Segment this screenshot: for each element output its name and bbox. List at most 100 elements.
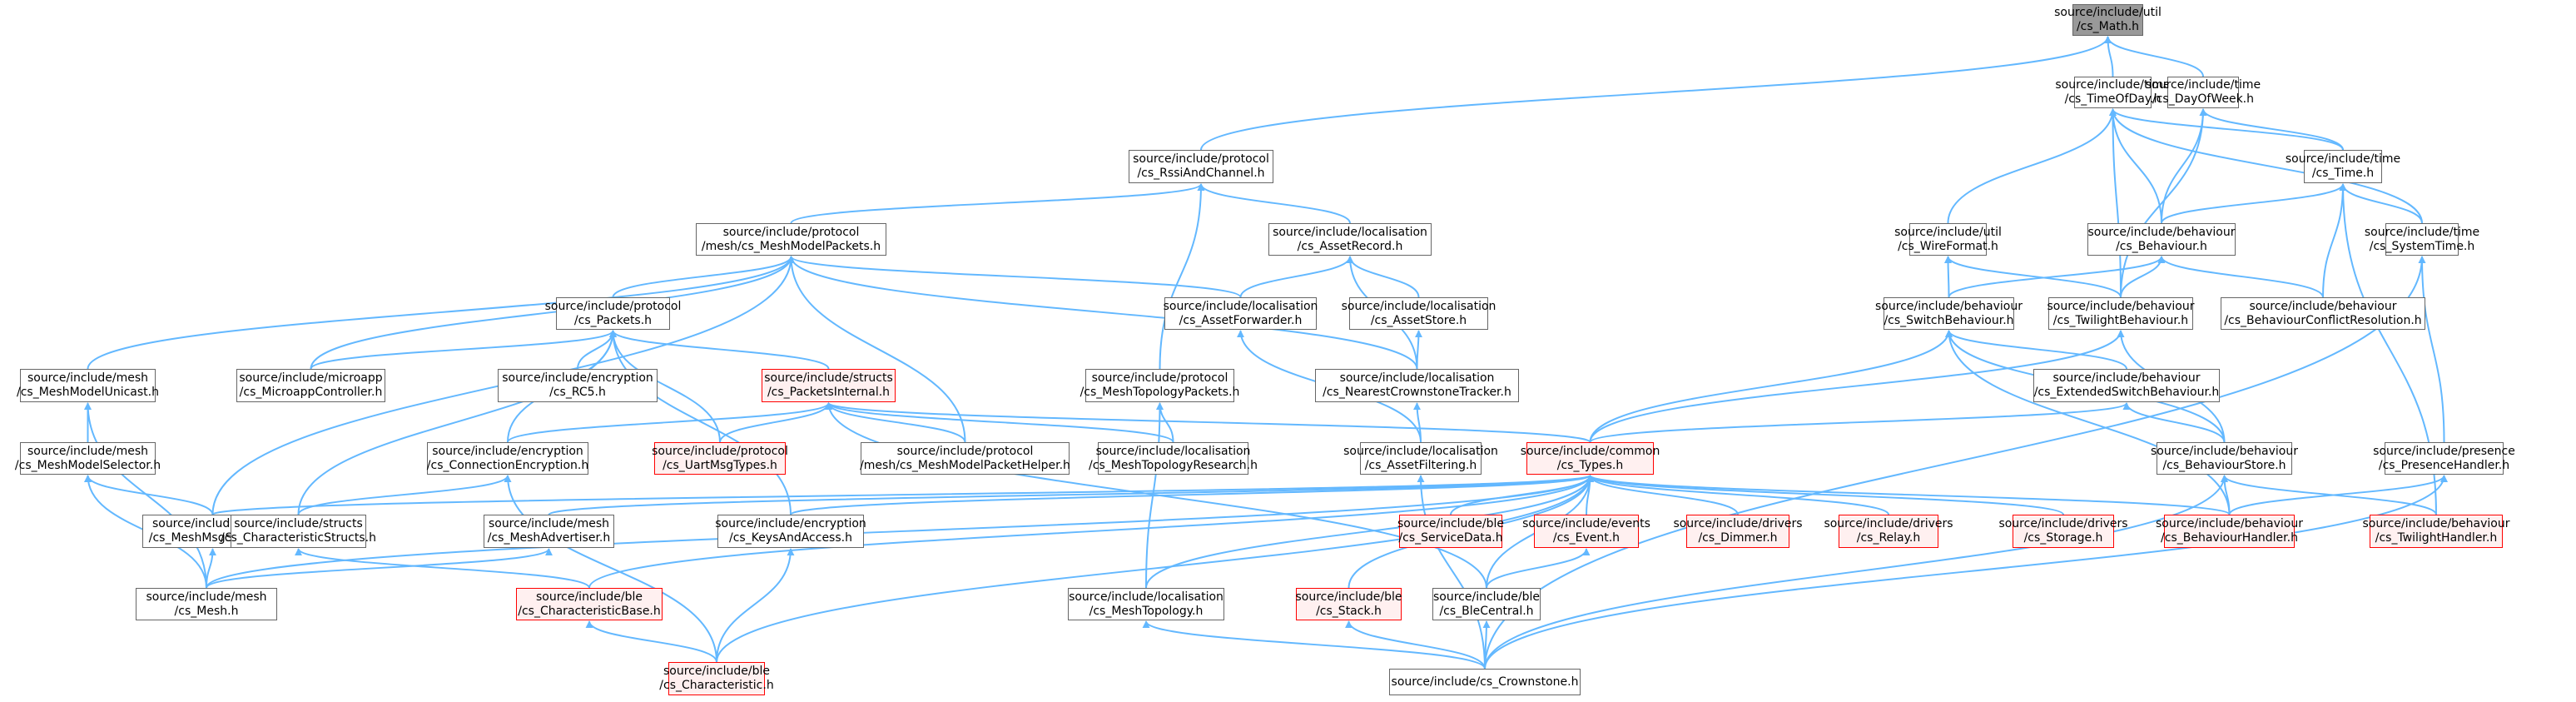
- node-conflictres[interactable]: source/include/behaviour/cs_BehaviourCon…: [2221, 297, 2425, 330]
- node-label-line1: source/include/behaviour: [2249, 299, 2397, 313]
- node-label-line1: source/include/ble: [1432, 590, 1541, 604]
- node-behaviourstore[interactable]: source/include/behaviour/cs_BehaviourSto…: [2151, 442, 2298, 475]
- node-label-line1: source/include/mesh: [27, 444, 149, 458]
- node-math[interactable]: source/include/util/cs_Math.h: [2054, 4, 2162, 36]
- node-meshmodelunicast[interactable]: source/include/mesh/cs_MeshModelUnicast.…: [17, 369, 159, 402]
- node-meshtopopackets[interactable]: source/include/protocol/cs_MeshTopologyP…: [1080, 369, 1239, 402]
- node-timeofday[interactable]: source/include/time/cs_TimeOfDay.h: [2055, 77, 2171, 108]
- node-label-line2: /cs_BehaviourStore.h: [2162, 458, 2286, 472]
- edge-types-meshmsgsender: [211, 475, 1594, 515]
- node-meshtopology[interactable]: source/include/localisation/cs_MeshTopol…: [1068, 588, 1224, 620]
- edge-behaviourstore-crownstone: [1484, 475, 2228, 670]
- edge-types-meshadvertiser: [548, 475, 1594, 515]
- node-label-line2: /cs_MeshModelUnicast.h: [17, 386, 159, 399]
- node-blecentral[interactable]: source/include/ble/cs_BleCentral.h: [1432, 588, 1541, 620]
- node-label-line2: /cs_Types.h: [1556, 458, 1624, 472]
- node-label-line2: /cs_Packets.h: [573, 313, 653, 327]
- node-label-line2: /cs_Event.h: [1552, 531, 1621, 545]
- edge-packets-charstructs: [297, 330, 617, 515]
- node-systemtime[interactable]: source/include/time/cs_SystemTime.h: [2365, 223, 2479, 256]
- node-label-line1: source/include/behaviour: [2047, 299, 2195, 313]
- node-mesh[interactable]: source/include/mesh/cs_Mesh.h: [136, 588, 277, 620]
- node-label-line1: source/include/time: [2055, 78, 2171, 92]
- node-relay[interactable]: source/include/drivers/cs_Relay.h: [1824, 515, 1953, 548]
- node-time[interactable]: source/include/time/cs_Time.h: [2286, 150, 2400, 183]
- node-nearest[interactable]: source/include/localisation/cs_NearestCr…: [1315, 369, 1519, 402]
- node-label-line2: /cs_MeshTopologyPackets.h: [1080, 386, 1240, 399]
- node-behaviourhandler[interactable]: source/include/behaviour/cs_BehaviourHan…: [2156, 515, 2303, 548]
- node-dayofweek[interactable]: source/include/time/cs_DayOfWeek.h: [2146, 77, 2261, 108]
- edge-types-relay: [1586, 475, 1889, 515]
- node-switchbehaviour[interactable]: source/include/behaviour/cs_SwitchBehavi…: [1875, 297, 2023, 330]
- edge-connenc-charstructs: [297, 475, 512, 515]
- edge-types-charbase: [588, 475, 1594, 589]
- node-label-line2: /cs_RC5.h: [549, 386, 606, 399]
- node-meshpackethelper[interactable]: source/include/protocol/mesh/cs_MeshMode…: [860, 442, 1070, 475]
- node-label-line2: /cs_AssetForwarder.h: [1179, 313, 1303, 327]
- node-dimmer[interactable]: source/include/drivers/cs_Dimmer.h: [1673, 515, 1803, 548]
- edge-meshmodelpackets-meshpackethelper: [787, 256, 966, 443]
- node-label-line1: source/include/cs_Crownstone.h: [1391, 675, 1579, 689]
- node-label-line2: /cs_AssetRecord.h: [1297, 239, 1403, 253]
- node-servicedata[interactable]: source/include/ble/cs_ServiceData.h: [1397, 515, 1504, 548]
- node-uartmsgtypes[interactable]: source/include/protocol/cs_UartMsgTypes.…: [652, 442, 788, 475]
- edge-packetsinternal-uartmsgtypes: [719, 402, 832, 443]
- node-label-line2: /cs_CharacteristicStructs.h: [221, 531, 376, 545]
- edge-packetsinternal-meshtoporesearch: [825, 402, 1174, 443]
- node-label-line2: /cs_TwilightHandler.h: [2375, 531, 2498, 545]
- node-meshadvertiser[interactable]: source/include/mesh/cs_MeshAdvertiser.h: [484, 515, 614, 548]
- node-label-line2: /cs_Behaviour.h: [2116, 239, 2207, 253]
- node-label-line2: /cs_NearestCrownstoneTracker.h: [1323, 386, 1511, 399]
- node-rcs[interactable]: source/include/encryption/cs_RC5.h: [498, 369, 658, 402]
- node-label-line1: source/include/drivers: [1998, 517, 2128, 530]
- node-label-line2: /cs_Dimmer.h: [1698, 531, 1778, 545]
- node-label-line1: source/include/time: [2364, 225, 2480, 239]
- node-label-line1: source/include/common: [1520, 444, 1660, 458]
- node-packetsinternal[interactable]: source/include/structs/cs_PacketsInterna…: [762, 369, 896, 402]
- node-keysaccess[interactable]: source/include/encryption/cs_KeysAndAcce…: [715, 515, 866, 548]
- node-assetrecord[interactable]: source/include/localisation/cs_AssetReco…: [1268, 223, 1432, 256]
- node-event[interactable]: source/include/events/cs_Event.h: [1522, 515, 1650, 548]
- node-label-line1: source/include/ble: [1295, 590, 1402, 604]
- node-assetstore[interactable]: source/include/localisation/cs_AssetStor…: [1342, 297, 1496, 330]
- node-label-line2: /cs_AssetFiltering.h: [1364, 458, 1477, 472]
- node-twilightbehaviour[interactable]: source/include/behaviour/cs_TwilightBeha…: [2047, 297, 2195, 330]
- edge-extswitch-types: [1589, 402, 2131, 443]
- node-microapp[interactable]: source/include/microapp/cs_MicroappContr…: [236, 369, 385, 402]
- node-behaviour[interactable]: source/include/behaviour/cs_Behaviour.h: [2087, 223, 2236, 256]
- edge-nearest-assetfiltering: [1413, 402, 1422, 443]
- edge-meshtopology-crownstone: [1142, 620, 1486, 670]
- node-twilighthandler[interactable]: source/include/behaviour/cs_TwilightHand…: [2363, 515, 2509, 548]
- node-label-line2: /cs_Storage.h: [2023, 531, 2103, 545]
- edge-charstructs-charbase: [295, 548, 590, 589]
- node-charbase[interactable]: source/include/ble/cs_CharacteristicBase…: [516, 588, 663, 620]
- node-extswitch[interactable]: source/include/behaviour/cs_ExtendedSwit…: [2033, 369, 2220, 402]
- node-connenc[interactable]: source/include/encryption/cs_ConnectionE…: [427, 442, 588, 475]
- node-characteristic[interactable]: source/include/ble/cs_Characteristic.h: [659, 662, 774, 695]
- node-meshmodelselector[interactable]: source/include/mesh/cs_MeshModelSelector…: [15, 442, 161, 475]
- edge-types-storage: [1586, 475, 2064, 515]
- node-label-line1: source/include/encryption: [432, 444, 583, 458]
- node-rssi[interactable]: source/include/protocol/cs_RssiAndChanne…: [1129, 150, 1273, 183]
- node-meshtoporesearch[interactable]: source/include/localisation/cs_MeshTopol…: [1089, 442, 1258, 475]
- edge-timeofday-systemtime: [2109, 108, 2423, 224]
- edge-rssi-assetrecord: [1197, 183, 1351, 224]
- node-stack[interactable]: source/include/ble/cs_Stack.h: [1295, 588, 1402, 620]
- node-types[interactable]: source/include/common/cs_Types.h: [1521, 442, 1660, 475]
- node-assetfiltering[interactable]: source/include/localisation/cs_AssetFilt…: [1343, 442, 1498, 475]
- node-label-line1: source/include/time: [2285, 152, 2401, 166]
- node-label-line1: source/include/localisation: [1343, 444, 1498, 458]
- node-label-line1: source/include/behaviour: [2156, 517, 2303, 530]
- node-wireformat[interactable]: source/include/util/cs_WireFormat.h: [1894, 223, 2002, 256]
- node-assetforwarder[interactable]: source/include/localisation/cs_AssetForw…: [1164, 297, 1318, 330]
- node-charstructs[interactable]: source/include/structs/cs_Characteristic…: [221, 515, 376, 548]
- node-presence[interactable]: source/include/presence/cs_PresenceHandl…: [2373, 442, 2515, 475]
- node-label-line1: source/include/behaviour: [2151, 444, 2298, 458]
- node-label-line2: /mesh/cs_MeshModelPacketHelper.h: [860, 458, 1070, 472]
- node-packets[interactable]: source/include/protocol/cs_Packets.h: [545, 297, 681, 330]
- node-crownstone[interactable]: source/include/cs_Crownstone.h: [1389, 669, 1581, 695]
- node-meshmodelpackets[interactable]: source/include/protocol/mesh/cs_MeshMode…: [696, 223, 886, 256]
- edge-assetstore-nearest: [1414, 330, 1422, 370]
- edge-switchbehaviour-behaviourhandler: [1945, 330, 2231, 515]
- node-storage[interactable]: source/include/drivers/cs_Storage.h: [1998, 515, 2128, 548]
